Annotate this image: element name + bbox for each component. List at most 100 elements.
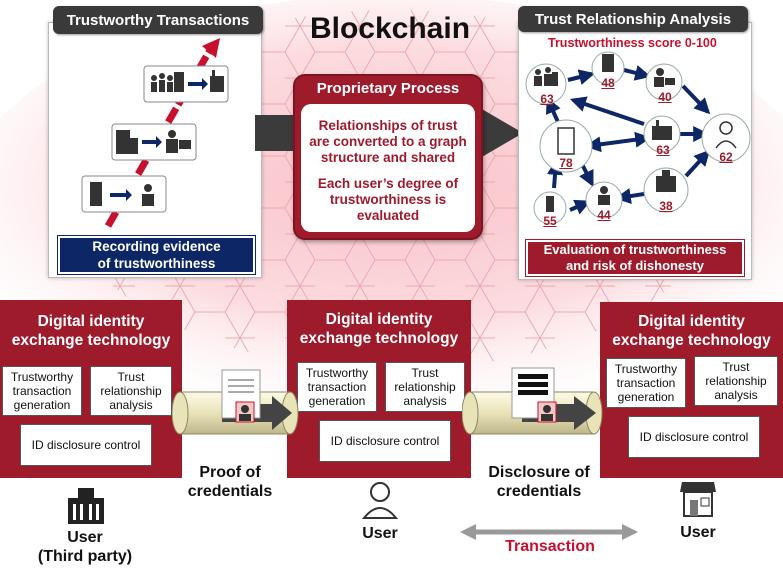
proof-line1: Proof of xyxy=(199,464,261,481)
tech-title: Digital identity exchange technology xyxy=(0,312,182,350)
box-line: Trustworthy xyxy=(614,362,678,376)
box-line: transaction xyxy=(616,376,676,390)
box-line: Trustworthy xyxy=(10,370,74,384)
trust-relationship-analysis-box: Trust relationship analysis xyxy=(90,366,172,416)
proof-pipe xyxy=(172,369,299,435)
person-icon xyxy=(142,184,154,206)
edge-7 xyxy=(569,96,645,126)
group-icon xyxy=(151,72,184,92)
id-disclosure-control-box: ID disclosure control xyxy=(319,420,451,462)
box-line: Trust xyxy=(722,360,750,374)
node-score: 63 xyxy=(656,143,670,157)
edge-5 xyxy=(584,131,652,153)
person-icon xyxy=(598,186,610,205)
node-score: 55 xyxy=(543,214,557,228)
building-icon xyxy=(546,196,554,212)
box-line: Trustworthy xyxy=(305,366,369,380)
tech-title-line1: Digital identity xyxy=(638,313,745,330)
recording-evidence-line2: of trustworthiness xyxy=(97,256,216,271)
node-score: 62 xyxy=(719,150,733,164)
person-at-desk-icon xyxy=(654,68,675,87)
factory-icon xyxy=(652,120,672,140)
user-third-party-line1: User xyxy=(67,529,103,546)
tech-title: Digital identity exchange technology xyxy=(600,312,783,350)
group-icon xyxy=(534,67,558,86)
office-building-icon xyxy=(656,170,676,192)
edge-9 xyxy=(569,199,591,215)
third-party-building-icon xyxy=(68,488,104,524)
arrow-right-icon xyxy=(110,189,132,201)
person-icon xyxy=(715,121,737,149)
office-building-icon xyxy=(116,130,138,154)
blockchain-title: Blockchain xyxy=(309,12,471,45)
trust-relationship-title: Trust Relationship Analysis xyxy=(518,6,748,32)
process-text2-line2: trustworthiness is xyxy=(329,192,447,207)
tech-title-line2: exchange technology xyxy=(11,332,171,349)
tech-title-line1: Digital identity xyxy=(325,311,433,328)
arrow-right-icon xyxy=(142,136,162,148)
node-score: 40 xyxy=(658,90,672,104)
tech-box-user: Digital identity exchange technology Tru… xyxy=(287,300,471,478)
arrow-right-icon xyxy=(188,78,208,90)
box-line: relationship xyxy=(100,384,162,398)
trust-relationship-analysis-box: Trust relationship analysis xyxy=(694,356,778,406)
box-line: generation xyxy=(308,394,366,408)
trustworthy-transaction-generation-box: Trustworthy transaction generation xyxy=(2,366,82,416)
process-text1-line3: structure and shared xyxy=(320,150,456,165)
node-score: 48 xyxy=(601,76,615,90)
shop-icon xyxy=(680,482,716,517)
box-line: transaction xyxy=(307,380,367,394)
node-score: 63 xyxy=(540,92,554,106)
recording-evidence-label: Recording evidence of trustworthiness xyxy=(57,235,256,275)
trustworthy-transactions-title: Trustworthy Transactions xyxy=(53,6,263,34)
process-text1-line1: Relationships of trust xyxy=(318,118,458,133)
proprietary-process-box: Proprietary Process Relationships of tru… xyxy=(293,74,483,240)
user-middle-label: User xyxy=(362,525,398,542)
building-icon xyxy=(602,54,614,72)
edge-10 xyxy=(614,188,645,204)
node-score: 78 xyxy=(559,156,573,170)
office-building-icon xyxy=(557,127,575,155)
evaluation-label: Evaluation of trustworthiness and risk o… xyxy=(525,239,745,277)
user-third-party-label: User (Third party) xyxy=(20,528,150,566)
box-line: analysis xyxy=(109,398,153,412)
tech-box-third-party: Digital identity exchange technology Tru… xyxy=(0,300,182,478)
edge-12 xyxy=(684,149,711,178)
proof-of-credentials-label: Proof of credentials xyxy=(175,463,285,501)
disclosure-line1: Disclosure of xyxy=(488,464,590,481)
box-line: analysis xyxy=(403,394,447,408)
tech-title-line2: exchange technology xyxy=(299,330,459,347)
box-line: transaction xyxy=(12,384,72,398)
node-person-right xyxy=(701,113,751,163)
tech-title: Digital identity exchange technology xyxy=(287,310,471,348)
user-right-label: User xyxy=(680,524,716,541)
trust-graph xyxy=(525,51,751,225)
box-line: relationship xyxy=(705,374,767,388)
box-line: generation xyxy=(13,398,71,412)
id-disclosure-control-box: ID disclosure control xyxy=(20,424,152,466)
trustworthy-transaction-generation-box: Trustworthy transaction generation xyxy=(606,358,686,408)
factory-icon xyxy=(210,70,224,92)
transactions-chain-graphic xyxy=(81,38,229,228)
disclosure-of-credentials-label: Disclosure of credentials xyxy=(472,463,606,501)
tech-box-user-right: Digital identity exchange technology Tru… xyxy=(600,302,783,478)
process-text2-line1: Each user’s degree of xyxy=(317,176,459,191)
disclosure-line2: credentials xyxy=(496,483,582,500)
box-line: generation xyxy=(617,390,675,404)
process-text2-line3: evaluated xyxy=(356,208,420,223)
evaluation-line1: Evaluation of trustworthiness xyxy=(543,242,727,257)
person-at-desk-icon xyxy=(166,130,191,153)
box-line: Trust xyxy=(117,370,145,384)
trustworthy-transaction-generation-box: Trustworthy transaction generation xyxy=(297,362,377,412)
box-line: analysis xyxy=(714,388,758,402)
edge-2 xyxy=(623,65,652,81)
proprietary-process-text: Relationships of trust are converted to … xyxy=(301,104,475,232)
tech-title-line1: Digital identity xyxy=(37,313,145,330)
process-text1-line2: are converted to a graph xyxy=(309,134,467,149)
building-icon xyxy=(90,182,102,206)
score-range-note: Trustworthiness score 0-100 xyxy=(548,36,717,50)
tech-title-line2: exchange technology xyxy=(612,332,771,349)
edge-3 xyxy=(681,84,711,115)
disclosure-pipe xyxy=(462,367,603,435)
edge-1 xyxy=(567,69,596,85)
